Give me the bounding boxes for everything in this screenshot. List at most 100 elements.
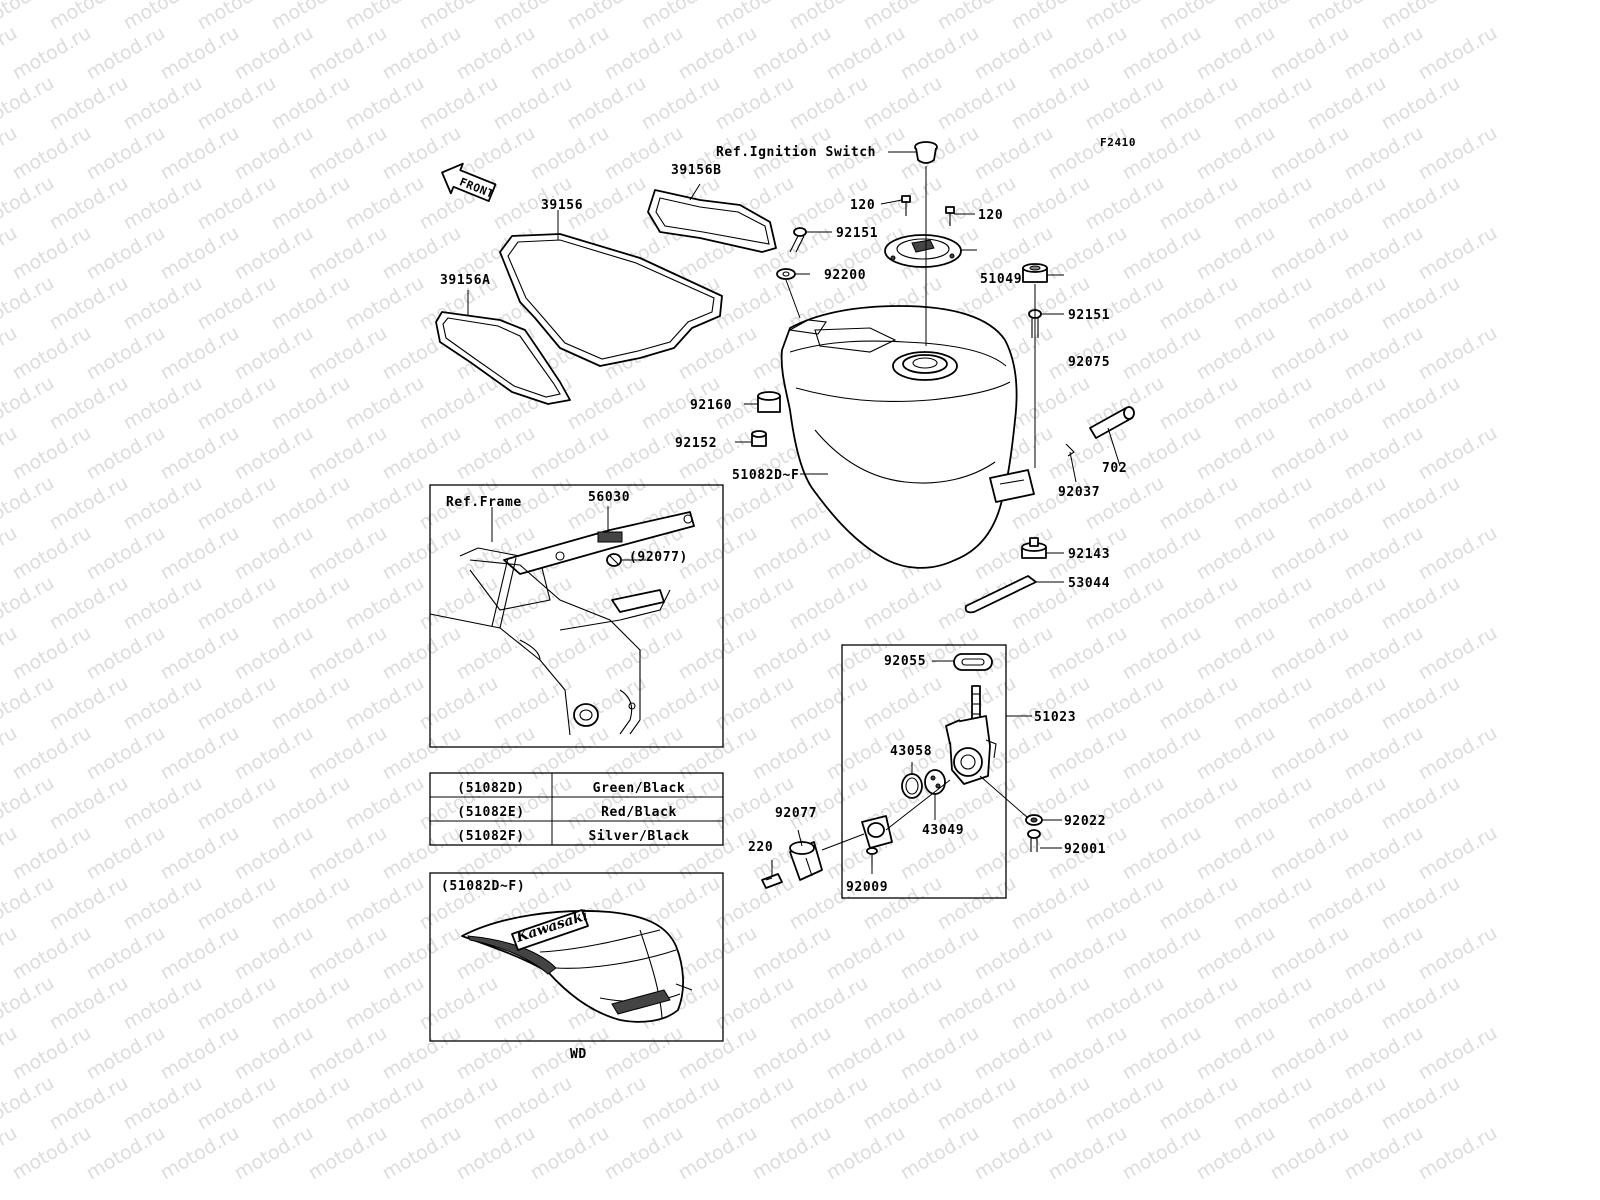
watermark-text: motod.ru: [342, 872, 428, 935]
fuel-cock-51023[interactable]: [945, 685, 997, 785]
watermark-text: motod.ru: [971, 1022, 1057, 1085]
label-92160: 92160: [690, 398, 732, 413]
watermark-text: motod.ru: [1045, 1022, 1131, 1085]
watermark-text: motod.ru: [601, 622, 687, 685]
watermark-text: motod.ru: [83, 122, 169, 185]
watermark-text: motod.ru: [1119, 322, 1205, 385]
label-51082DF: 51082D~F: [732, 468, 799, 483]
decal-39156B[interactable]: [647, 189, 777, 253]
watermark-text: motod.ru: [416, 72, 502, 135]
watermark-text: motod.ru: [1230, 772, 1316, 835]
watermark-text: motod.ru: [490, 0, 576, 34]
damper-92075[interactable]: [1022, 263, 1048, 283]
knob-92077[interactable]: [789, 841, 823, 881]
watermark-text: motod.ru: [194, 972, 280, 1035]
watermark-text: motod.ru: [712, 872, 798, 935]
watermark-text: motod.ru: [83, 522, 169, 585]
watermark-text: motod.ru: [231, 522, 317, 585]
strap-53044[interactable]: [964, 575, 1037, 614]
watermark-text: motod.ru: [1230, 872, 1316, 935]
watermark-text: motod.ru: [897, 122, 983, 185]
watermark-text: motod.ru: [342, 572, 428, 635]
watermark-text: motod.ru: [934, 872, 1020, 935]
gasket-92055[interactable]: [953, 653, 993, 671]
watermark-text: motod.ru: [9, 1122, 95, 1185]
label-39156A: 39156A: [440, 273, 491, 288]
watermark-text: motod.ru: [231, 1122, 317, 1185]
label-ref-frame: Ref.Frame: [446, 495, 522, 510]
table-row-code: (51082D): [457, 781, 524, 796]
watermark-text: motod.ru: [1415, 322, 1501, 385]
watermark-text: motod.ru: [46, 172, 132, 235]
bolt-120-left[interactable]: [901, 195, 911, 216]
watermark-text: motod.ru: [194, 872, 280, 935]
watermark-text: motod.ru: [1045, 922, 1131, 985]
watermark-text: motod.ru: [1304, 1072, 1390, 1135]
oring-43058[interactable]: [901, 773, 923, 799]
watermark-text: motod.ru: [1082, 1072, 1168, 1135]
watermark-text: motod.ru: [416, 972, 502, 1035]
bolt-120-right[interactable]: [945, 206, 955, 226]
watermark-text: motod.ru: [749, 522, 835, 585]
table-row-color: Red/Black: [601, 805, 677, 820]
watermark-text: motod.ru: [416, 1072, 502, 1135]
watermark-text: motod.ru: [46, 672, 132, 735]
watermark-text: motod.ru: [1415, 922, 1501, 985]
watermark-text: motod.ru: [1082, 272, 1168, 335]
watermark-text: motod.ru: [1230, 72, 1316, 135]
screw-92001[interactable]: [1027, 829, 1041, 852]
watermark-text: motod.ru: [897, 622, 983, 685]
watermark-text: motod.ru: [305, 922, 391, 985]
watermark-text: motod.ru: [268, 272, 354, 335]
fuel-cap[interactable]: [884, 234, 962, 268]
decal-39156A[interactable]: [435, 311, 571, 405]
watermark-text: motod.ru: [897, 922, 983, 985]
watermark-text: motod.ru: [823, 922, 909, 985]
watermark-text: motod.ru: [1267, 122, 1353, 185]
watermark-text: motod.ru: [860, 0, 946, 34]
damper-92160[interactable]: [757, 391, 781, 413]
frame-inset: [429, 484, 724, 748]
watermark-text: motod.ru: [1045, 22, 1131, 85]
watermark-text: motod.ru: [305, 422, 391, 485]
watermark-text: motod.ru: [453, 722, 539, 785]
watermark-text: motod.ru: [46, 372, 132, 435]
watermark-text: motod.ru: [749, 722, 835, 785]
watermark-text: motod.ru: [786, 72, 872, 135]
watermark-text: motod.ru: [9, 322, 95, 385]
watermark-text: motod.ru: [194, 472, 280, 535]
watermark-text: motod.ru: [1341, 322, 1427, 385]
watermark-text: motod.ru: [675, 622, 761, 685]
washer-92200[interactable]: [776, 268, 796, 280]
gasket-43049[interactable]: [924, 769, 946, 795]
watermark-text: motod.ru: [712, 772, 798, 835]
watermark-text: motod.ru: [1193, 422, 1279, 485]
decal-39156[interactable]: [499, 233, 723, 367]
clip-92037[interactable]: [1065, 443, 1075, 457]
washer-92022[interactable]: [1025, 814, 1043, 826]
watermark-text: motod.ru: [120, 1072, 206, 1135]
watermark-text: motod.ru: [83, 322, 169, 385]
watermark-text: motod.ru: [527, 22, 613, 85]
label-92200: 92200: [824, 268, 866, 283]
watermark-text: motod.ru: [749, 922, 835, 985]
watermark-text: motod.ru: [601, 1022, 687, 1085]
watermark-text: motod.ru: [1378, 0, 1464, 34]
damper-92143[interactable]: [1021, 537, 1047, 559]
watermark-text: motod.ru: [638, 1072, 724, 1135]
watermark-text: motod.ru: [268, 872, 354, 935]
watermark-text: motod.ru: [1230, 572, 1316, 635]
fuel-tank[interactable]: [780, 305, 1035, 569]
screw-92009[interactable]: [866, 847, 878, 866]
watermark-text: motod.ru: [601, 1122, 687, 1185]
watermark-text: motod.ru: [712, 72, 798, 135]
collar-702[interactable]: [1089, 406, 1135, 439]
watermark-text: motod.ru: [9, 422, 95, 485]
watermark-text: motod.ru: [268, 0, 354, 34]
screw-220[interactable]: [761, 873, 783, 889]
label-39156B: 39156B: [671, 163, 722, 178]
damper-92152[interactable]: [751, 430, 767, 447]
lever-plate-92009[interactable]: [861, 815, 893, 849]
watermark-text: motod.ru: [1156, 872, 1242, 935]
watermark-text: motod.ru: [342, 172, 428, 235]
